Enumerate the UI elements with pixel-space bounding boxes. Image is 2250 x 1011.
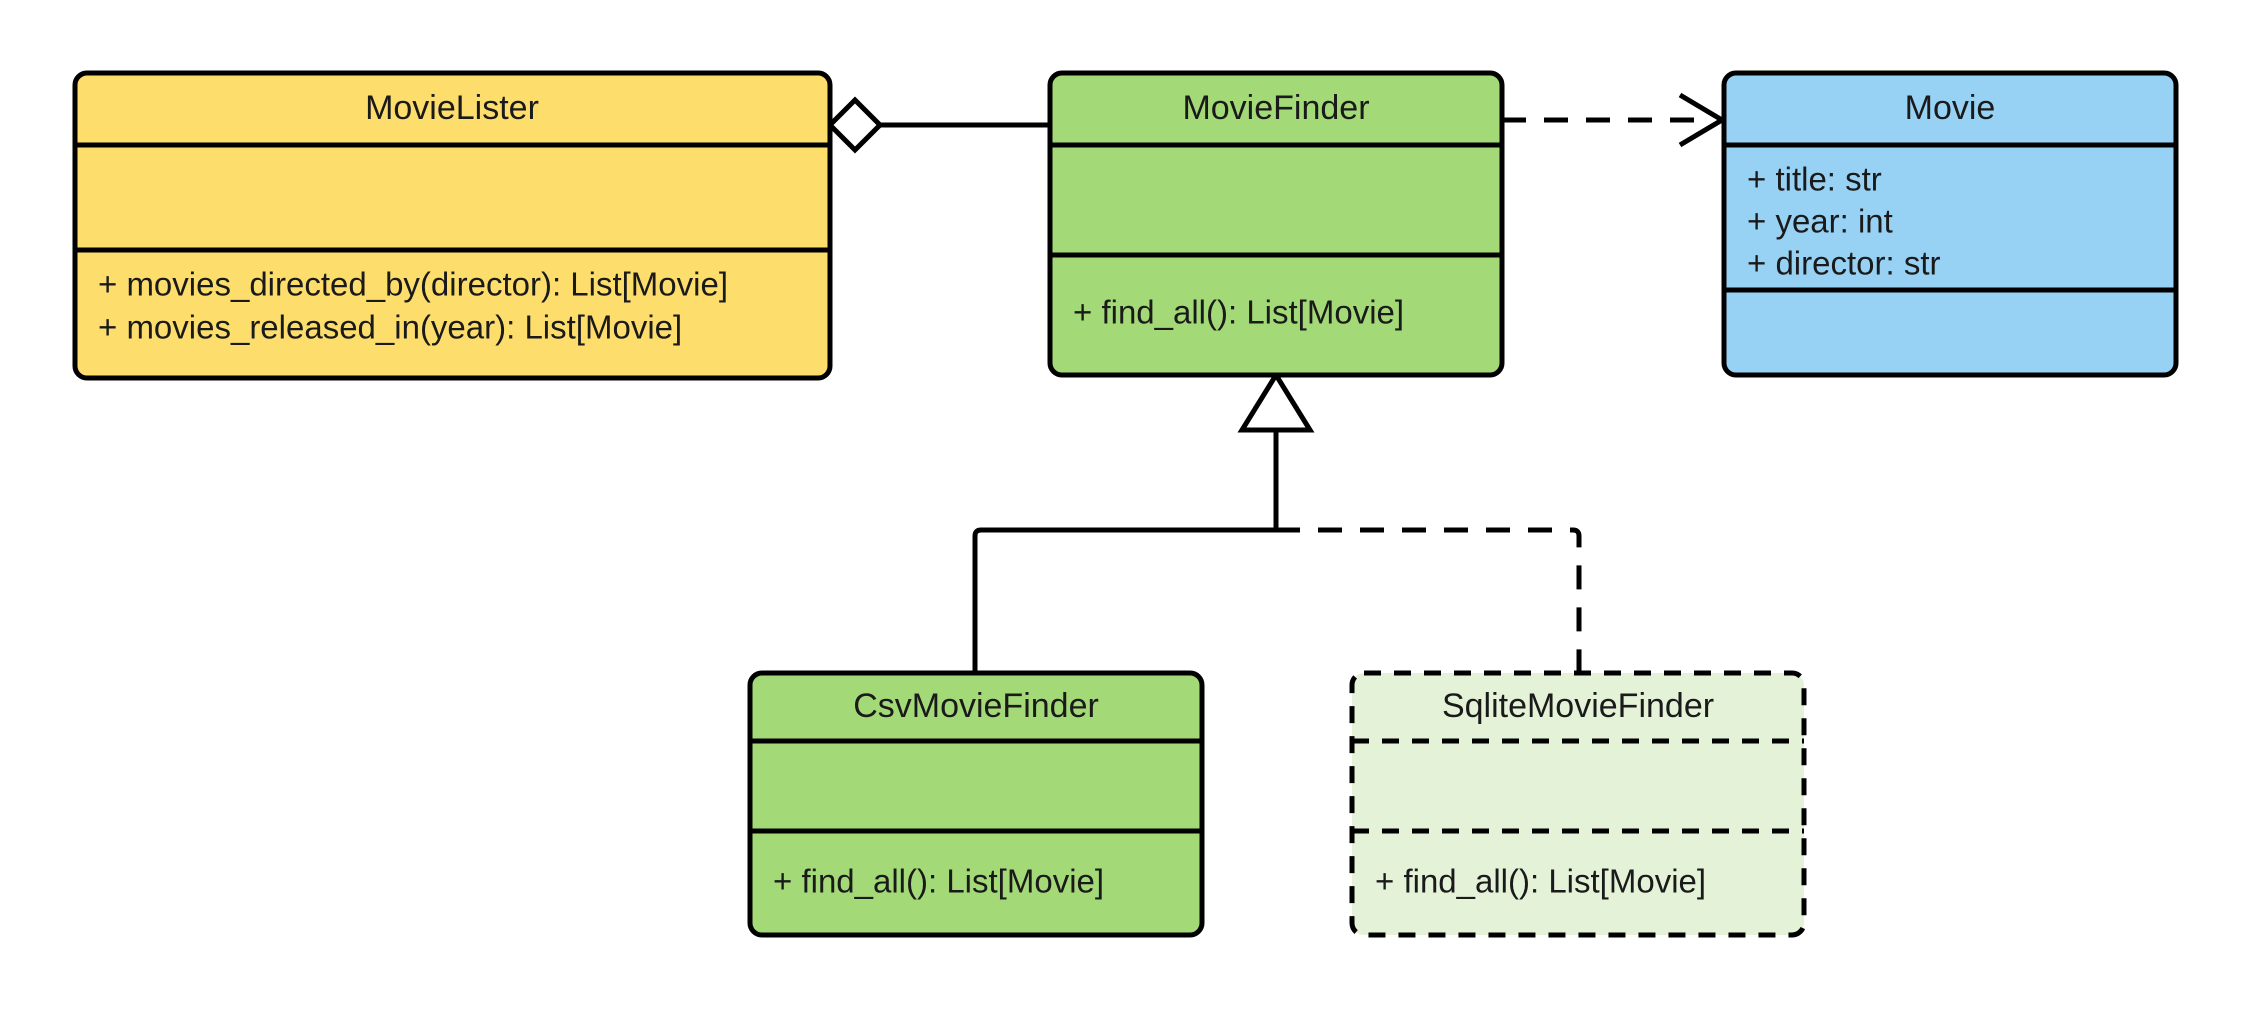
csv-movie-finder-method-0: + find_all(): List[Movie] [773, 863, 1104, 900]
movie-class-name: Movie [1905, 89, 1996, 127]
relationship-dependency-finder-movie[interactable] [1502, 92, 1727, 148]
sqlite-movie-finder-method-0: + find_all(): List[Movie] [1375, 863, 1706, 900]
relationship-inheritance-sqlite-finder[interactable] [1276, 527, 1582, 673]
movie-lister-class-name: MovieLister [365, 89, 539, 127]
csv-movie-finder-class-name: CsvMovieFinder [853, 687, 1099, 725]
inheritance-csv-line [972, 527, 1276, 673]
movie-lister-method-0: + movies_directed_by(director): List[Mov… [98, 266, 728, 303]
inheritance-sqlite-line [1276, 527, 1582, 673]
class-box-movie-lister[interactable]: MovieLister + movies_directed_by(directo… [72, 70, 833, 381]
movie-finder-method-0: + find_all(): List[Movie] [1073, 294, 1404, 331]
movie-lister-body [72, 70, 833, 381]
sqlite-movie-finder-class-name: SqliteMovieFinder [1442, 687, 1714, 725]
class-box-csv-movie-finder[interactable]: CsvMovieFinder + find_all(): List[Movie] [747, 670, 1205, 938]
hollow-triangle-icon [1237, 370, 1315, 433]
movie-finder-body [1047, 70, 1505, 378]
movie-attribute-1: + year: int [1747, 203, 1893, 240]
movie-attribute-0: + title: str [1747, 161, 1882, 198]
class-box-movie[interactable]: Movie + title: str + year: int + directo… [1721, 70, 2179, 378]
class-box-sqlite-movie-finder[interactable]: SqliteMovieFinder + find_all(): List[Mov… [1349, 670, 1807, 938]
relationship-inheritance-csv-finder[interactable] [972, 370, 1315, 673]
movie-body [1721, 70, 2179, 378]
movie-attribute-2: + director: str [1747, 245, 1940, 282]
hollow-diamond-icon [826, 96, 884, 154]
movie-finder-class-name: MovieFinder [1182, 89, 1369, 127]
relationship-aggregation-lister-finder[interactable] [826, 96, 1050, 154]
class-box-movie-finder[interactable]: MovieFinder + find_all(): List[Movie] [1047, 70, 1505, 378]
movie-lister-method-1: + movies_released_in(year): List[Movie] [98, 309, 682, 346]
